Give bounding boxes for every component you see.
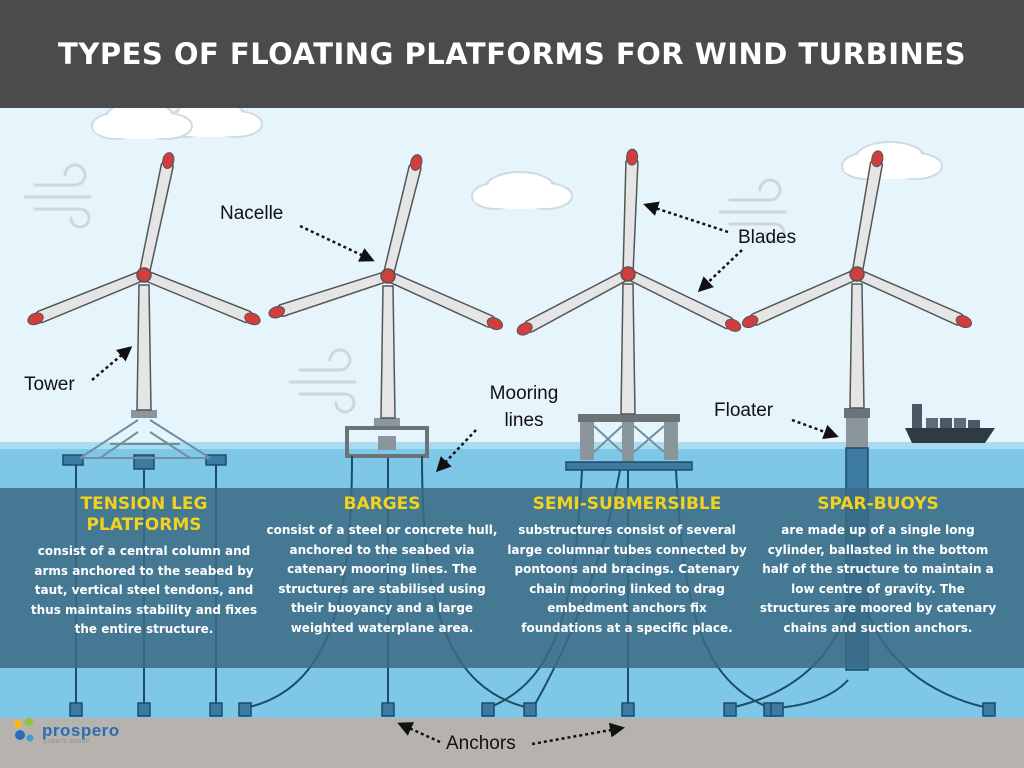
anchor-block	[982, 702, 996, 717]
floater-arrow	[791, 418, 839, 439]
platform-description: consist of a steel or concrete hull, anc…	[266, 523, 498, 635]
turbine-nacelle	[380, 268, 396, 284]
anchor-block	[770, 702, 784, 717]
nacelle-arrow	[299, 224, 375, 262]
logo-subtitle: EVENTS GROUP	[44, 738, 90, 745]
callout-arrows	[91, 201, 839, 746]
turbine-tower	[380, 285, 396, 419]
turbine-blade	[27, 269, 147, 326]
turbine-nacelle	[620, 266, 636, 282]
platform-barges: BARGES consist of a steel or concrete hu…	[262, 494, 502, 638]
platform-heading: BARGES	[343, 494, 421, 514]
anchor-block	[381, 702, 395, 717]
label-tower: Tower	[24, 374, 75, 395]
platform-semi-submersible: SEMI-SUBMERSIBLE substructures consist o…	[507, 494, 747, 638]
turbine-nacelle	[849, 266, 865, 282]
turbine-blade	[138, 152, 175, 277]
anchor-block	[621, 702, 635, 717]
anchor-block	[137, 702, 151, 717]
turbine-blade	[268, 270, 391, 319]
turbine-blade	[384, 270, 504, 331]
turbine-tower	[620, 283, 636, 415]
label-floater: Floater	[714, 400, 774, 421]
turbine-blade	[622, 148, 639, 275]
turbine-blade	[624, 268, 742, 332]
turbine-tower	[136, 284, 152, 411]
prospero-logo: prospero EVENTS GROUP	[10, 716, 120, 750]
label-blades: Blades	[738, 227, 797, 248]
label-anchors: Anchors	[446, 733, 516, 754]
seabed	[0, 718, 1024, 768]
anchor-block	[481, 702, 495, 717]
wind-turbine	[741, 150, 973, 409]
turbine-blade	[141, 269, 261, 326]
anchor-block	[209, 702, 223, 717]
logo-wordmark: prospero	[42, 720, 120, 740]
platform-description: substructures consist of several large c…	[507, 523, 747, 635]
wind-turbine	[516, 148, 742, 415]
turbine-blade	[851, 150, 884, 276]
anchor-block	[238, 702, 252, 717]
platform-heading: SEMI-SUBMERSIBLE	[532, 494, 722, 514]
turbine-blade	[853, 268, 973, 329]
title-bar: TYPES OF FLOATING PLATFORMS FOR WIND TUR…	[0, 0, 1024, 108]
anchors-arrow-left	[397, 722, 441, 744]
anchors	[69, 702, 996, 717]
sea-surface	[0, 442, 1024, 449]
anchor-block	[69, 702, 83, 717]
blades-arrow-lower	[697, 249, 743, 293]
anchor-block	[723, 702, 737, 717]
platform-description: are made up of a single long cylinder, b…	[759, 523, 997, 635]
page-title: TYPES OF FLOATING PLATFORMS FOR WIND TUR…	[58, 37, 966, 71]
turbine-nacelle	[136, 267, 152, 283]
turbine-blade	[741, 268, 861, 329]
tower-arrow	[91, 346, 133, 381]
turbine-blade	[516, 268, 632, 336]
label-nacelle: Nacelle	[220, 203, 284, 224]
wind-turbine	[268, 154, 504, 419]
info-band	[0, 488, 1024, 668]
platform-spar-buoys: SPAR-BUOYS are made up of a single long …	[758, 494, 998, 638]
anchor-block	[523, 702, 537, 717]
platform-description: consist of a central column and arms anc…	[30, 544, 258, 636]
blades-arrow-upper	[643, 201, 729, 234]
platform-heading: SPAR-BUOYS	[817, 494, 939, 514]
turbine-tower	[849, 283, 865, 409]
wind-turbine	[27, 152, 261, 411]
container-ship-icon	[905, 404, 995, 443]
prospero-logo-icon	[14, 718, 34, 742]
turbine-blade	[382, 154, 423, 279]
